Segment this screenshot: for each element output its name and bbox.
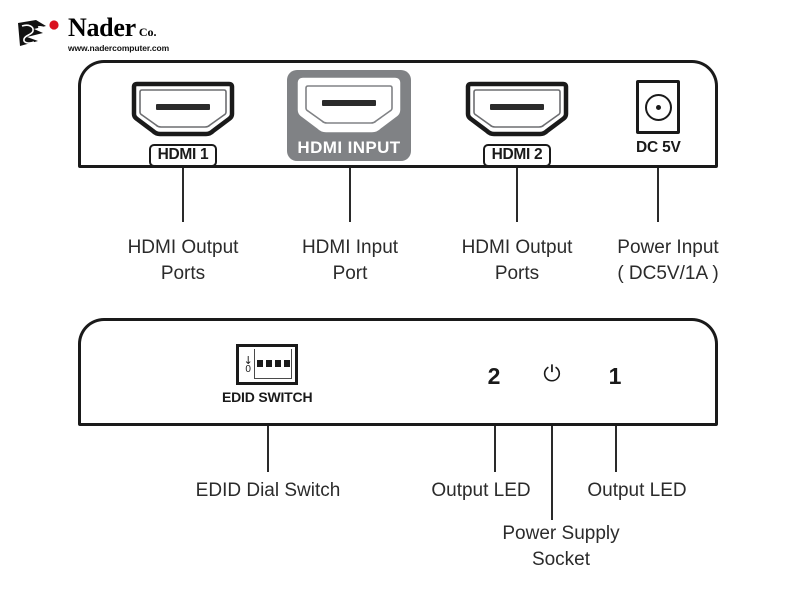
brand-name: Nader	[68, 13, 136, 43]
leader-line-hdmi-output-left	[182, 168, 184, 222]
leader-line-hdmi-output-right	[516, 168, 518, 222]
hdmi-connector-icon	[297, 74, 401, 136]
port-label-dc-5v: DC 5V	[636, 139, 681, 156]
port-hdmi-1[interactable]: HDMI 1	[131, 78, 235, 168]
callout-hdmi-output-right: HDMI Output Ports	[461, 237, 573, 284]
callout-edid-dial-switch: EDID Dial Switch	[195, 480, 341, 501]
edid-dip-row	[254, 349, 293, 379]
hdmi-contact-bar	[322, 100, 376, 107]
leader-line-edid-dial-switch	[267, 426, 269, 472]
hdmi-connector-icon	[131, 78, 235, 140]
dip-toggle[interactable]	[283, 360, 290, 367]
callout-power-input: Power Input ( DC5V/1A )	[617, 237, 719, 284]
leader-line-power-input	[657, 168, 659, 222]
port-label-hdmi-input: HDMI INPUT	[297, 138, 401, 157]
edid-arrow-glyph: ↓	[243, 354, 253, 367]
port-hdmi-input[interactable]: HDMI INPUT	[287, 70, 411, 161]
port-label-hdmi-1: HDMI 1	[148, 144, 218, 168]
leader-line-output-led-1	[615, 426, 617, 472]
brand-suffix: Co.	[138, 25, 157, 40]
callout-output-led-1: Output LED	[587, 480, 687, 501]
hdmi-connector-icon	[465, 78, 569, 140]
leader-line-power-supply-socket	[551, 426, 553, 520]
hdmi-contact-bar	[156, 104, 210, 111]
hdmi-contact-bar	[490, 104, 544, 111]
port-hdmi-2[interactable]: HDMI 2	[465, 78, 569, 168]
callout-power-supply-socket: Power Supply Socket	[502, 523, 620, 570]
brand-url: www.nadercomputer.com	[68, 43, 170, 54]
rear-panel-body	[78, 318, 718, 426]
power-symbol-icon: ⏻	[543, 362, 561, 387]
dip-toggle[interactable]	[256, 360, 263, 367]
brand-logo: Nader Co. www.nadercomputer.com	[16, 12, 216, 56]
port-dc-power[interactable]: DC 5V	[636, 80, 681, 157]
edid-switch-icon: ↓ 0	[236, 344, 299, 385]
leader-line-output-led-2	[494, 426, 496, 472]
port-label-hdmi-2: HDMI 2	[482, 144, 552, 168]
leader-line-hdmi-input	[349, 168, 351, 222]
led-marking-output-2: 2	[487, 363, 501, 389]
edid-dip-switch[interactable]: ↓ 0 EDID SWITCH	[222, 344, 313, 405]
edid-zero-glyph: 0	[245, 364, 251, 375]
led-marking-output-1: 1	[608, 363, 622, 389]
callout-hdmi-input: HDMI Input Port	[301, 237, 399, 284]
dip-toggle[interactable]	[274, 360, 281, 367]
nader-monogram-icon	[16, 17, 62, 51]
dip-toggle[interactable]	[265, 360, 272, 367]
callout-output-led-2: Output LED	[431, 480, 531, 501]
dc-barrel-jack-icon	[636, 80, 681, 134]
edid-switch-caption: EDID SWITCH	[222, 389, 313, 405]
callout-hdmi-output-left: HDMI Output Ports	[127, 237, 239, 284]
brand-text-block: Nader Co. www.nadercomputer.com	[68, 15, 169, 53]
